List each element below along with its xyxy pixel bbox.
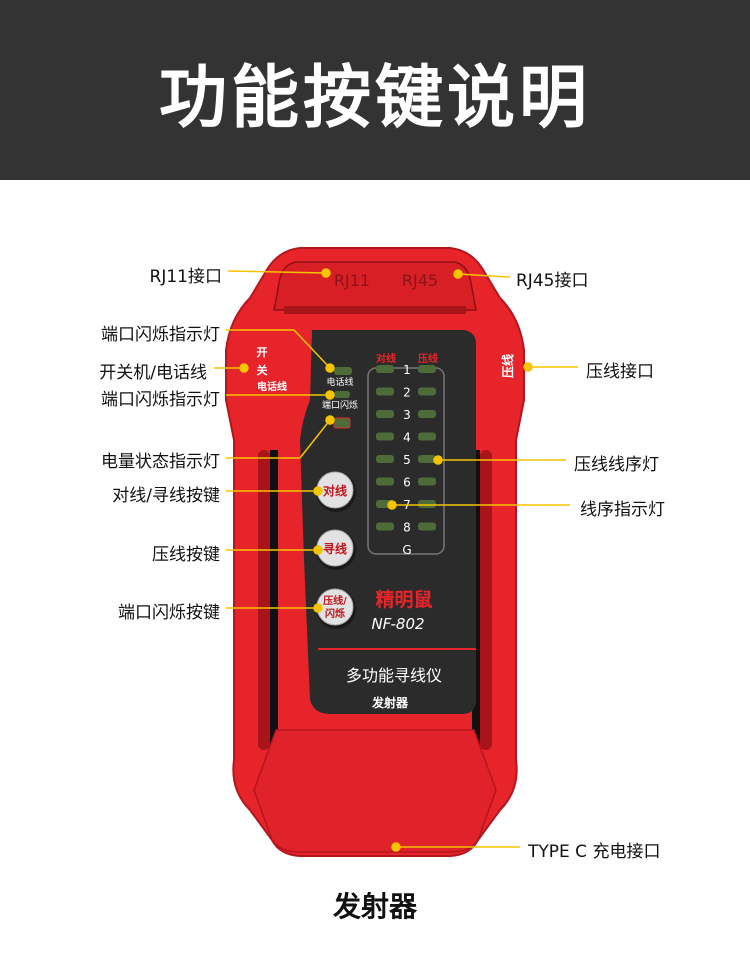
callout-crimp-port: 压线接口	[586, 362, 654, 382]
callout-battery-light: 电量状态指示灯	[101, 452, 220, 472]
side-crimp-label: 压线	[500, 354, 515, 378]
crimp-led-5	[418, 455, 436, 463]
right-rail	[480, 450, 492, 750]
match-led-4	[376, 432, 394, 441]
crimp-led-3	[418, 410, 436, 418]
connector-strip	[284, 306, 466, 314]
col-crimp-label: 压线	[418, 352, 438, 365]
rj45-label: RJ45	[402, 271, 438, 290]
side-switch-phone: 电话线	[257, 380, 287, 393]
pin-label-2: 2	[403, 386, 411, 400]
blink-button-label-2: 闪烁	[325, 607, 345, 620]
pin-label-1: 1	[403, 363, 411, 377]
col-match-label: 对线	[376, 352, 396, 365]
callout-crimp-order-light: 压线线序灯	[574, 455, 659, 475]
crimp-led-7	[418, 500, 436, 508]
side-switch-off: 关	[257, 363, 268, 377]
crimp-led-6	[418, 477, 436, 486]
callout-port-blink-light-2: 端口闪烁指示灯	[101, 390, 220, 410]
port-blink-led	[334, 391, 350, 398]
left-grip	[270, 450, 278, 750]
lower-body	[253, 729, 497, 853]
match-led-8	[376, 522, 394, 531]
brand-logo: 精明鼠	[375, 588, 432, 611]
match-button-label: 对线	[323, 483, 347, 498]
panel-divider	[318, 648, 476, 650]
callout-order-light: 线序指示灯	[580, 500, 665, 520]
match-led-2	[376, 387, 394, 396]
find-button-label: 寻线	[323, 541, 347, 556]
callout-port-blink-light-1: 端口闪烁指示灯	[101, 325, 220, 345]
pin-label-3: 3	[403, 408, 411, 422]
side-switch-on: 开	[257, 346, 268, 359]
crimp-led-4	[418, 432, 436, 441]
callout-rj45-port: RJ45接口	[516, 271, 589, 291]
product-name: 多功能寻线仪	[346, 666, 442, 685]
pin-label-8: 8	[403, 521, 411, 535]
pin-label-G: G	[402, 543, 411, 557]
crimp-led-2	[418, 387, 436, 396]
phone-led	[334, 367, 352, 375]
unit-name: 发射器	[371, 695, 409, 710]
bottom-caption: 发射器	[332, 890, 417, 923]
pointer-lines	[214, 268, 578, 852]
crimp-led-8	[418, 522, 436, 531]
rj11-label: RJ11	[334, 271, 370, 290]
callout-typec-port: TYPE C 充电接口	[528, 842, 661, 862]
match-led-1	[376, 365, 394, 373]
left-rail	[258, 450, 270, 750]
crimp-led-1	[418, 365, 436, 373]
pin-label-4: 4	[403, 431, 411, 445]
callout-crimp-button: 压线按键	[152, 545, 220, 565]
match-led-5	[376, 455, 394, 463]
port-blink-led-label: 端口闪烁	[322, 399, 358, 411]
led-matrix-frame	[367, 367, 445, 555]
connector-housing	[273, 261, 477, 311]
callout-power-phone-line: 开关机/电话线	[99, 363, 207, 383]
battery-led	[333, 417, 351, 429]
pin-label-5: 5	[403, 453, 411, 467]
callout-port-blink-button: 端口闪烁按键	[118, 603, 220, 623]
pin-label-6: 6	[403, 476, 411, 490]
match-led-6	[376, 477, 394, 486]
blink-button-label-1: 压线/	[323, 594, 347, 607]
match-led-3	[376, 410, 394, 418]
callout-match-find-button: 对线/寻线按键	[112, 486, 220, 506]
page-title: 功能按键说明	[158, 59, 591, 138]
model-number: NF-802	[371, 615, 424, 633]
callout-rj11-port: RJ11接口	[149, 267, 222, 287]
title-banner: 功能按键说明	[0, 0, 750, 180]
phone-led-label: 电话线	[326, 376, 353, 388]
